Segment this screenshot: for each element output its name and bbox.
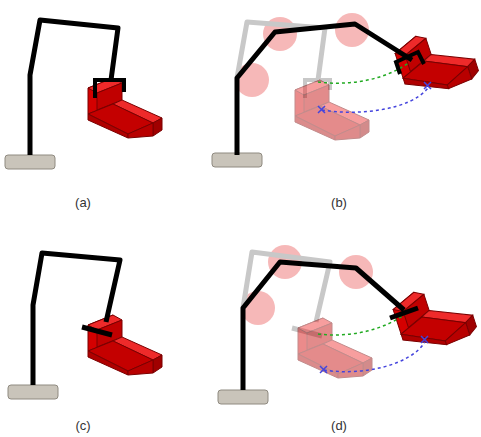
panel-d bbox=[218, 245, 479, 404]
panel-label: (b) bbox=[331, 195, 347, 210]
panel-label: (d) bbox=[331, 418, 347, 433]
panel-label: (a) bbox=[75, 195, 91, 210]
panel-label: (c) bbox=[75, 418, 90, 433]
panel-a bbox=[5, 20, 162, 169]
panel-b bbox=[212, 13, 481, 167]
panel-c bbox=[8, 253, 162, 399]
